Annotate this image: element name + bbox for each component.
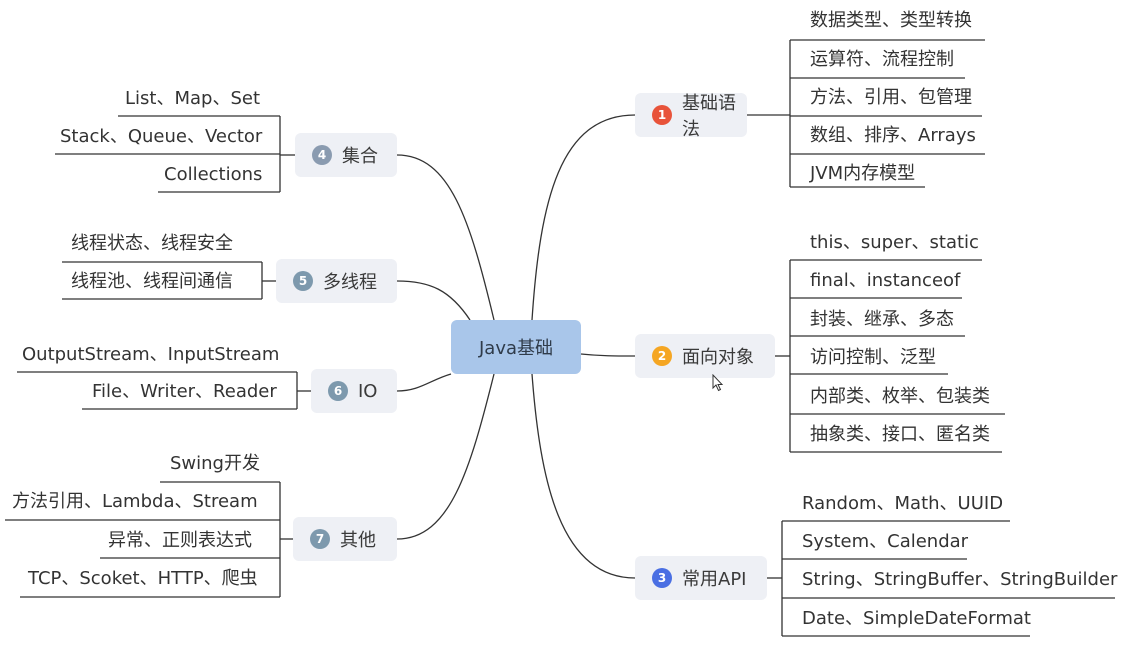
leaf-3-2: System、Calendar (802, 531, 969, 552)
branch-label-7: 其他 (340, 530, 376, 551)
leaf-2-1: this、super、static (810, 232, 979, 253)
leaf-2-6: 抽象类、接口、匿名类 (810, 424, 990, 445)
leaf-2-4: 访问控制、泛型 (810, 347, 936, 368)
number-badge-6: 6 (328, 381, 348, 401)
mouse-cursor-icon (712, 374, 724, 392)
leaf-3-1: Random、Math、UUID (802, 493, 1004, 514)
branch-node-7[interactable]: 7 其他 (293, 517, 397, 561)
root-node[interactable]: Java基础 (451, 320, 581, 374)
leaf-6-1: OutputStream、InputStream (22, 344, 280, 365)
leaf-2-5: 内部类、枚举、包装类 (810, 386, 990, 407)
branch-label-1: 基础语法 (682, 93, 736, 140)
branch-node-4[interactable]: 4 集合 (295, 133, 397, 177)
leaf-3-3: String、StringBuffer、StringBuilder (802, 569, 1118, 590)
leaf-5-1: 线程状态、线程安全 (71, 233, 233, 254)
branch-node-2[interactable]: 2 面向对象 (635, 334, 775, 378)
number-badge-4: 4 (312, 145, 332, 165)
branch-node-6[interactable]: 6 IO (311, 369, 397, 413)
number-badge-5: 5 (293, 271, 313, 291)
leaf-7-1: Swing开发 (170, 453, 260, 474)
number-badge-7: 7 (310, 529, 330, 549)
leaf-7-2: 方法引用、Lambda、Stream (12, 491, 258, 512)
leaf-7-3: 异常、正则表达式 (108, 530, 252, 551)
branch-node-1[interactable]: 1 基础语法 (635, 93, 747, 140)
leaf-1-3: 方法、引用、包管理 (810, 87, 972, 108)
number-badge-2: 2 (652, 346, 672, 366)
leaf-5-2: 线程池、线程间通信 (71, 271, 233, 292)
leaf-2-3: 封装、继承、多态 (810, 309, 954, 330)
leaf-4-1: List、Map、Set (125, 88, 261, 109)
leaf-1-4: 数组、排序、Arrays (810, 125, 976, 146)
leaf-1-2: 运算符、流程控制 (810, 49, 954, 70)
branch-label-4: 集合 (342, 146, 378, 167)
leaf-1-5: JVM内存模型 (810, 163, 916, 184)
branch-label-3: 常用API (682, 569, 747, 590)
branch-label-2: 面向对象 (682, 347, 754, 368)
branch-node-5[interactable]: 5 多线程 (276, 259, 397, 303)
branch-node-3[interactable]: 3 常用API (635, 556, 767, 600)
leaf-3-4: Date、SimpleDateFormat (802, 608, 1031, 629)
leaf-7-4: TCP、Scoket、HTTP、爬虫 (28, 568, 258, 589)
leaf-6-2: File、Writer、Reader (92, 381, 277, 402)
branch-label-6: IO (358, 380, 378, 402)
leaf-1-1: 数据类型、类型转换 (810, 10, 972, 31)
leaf-2-2: final、instanceof (810, 270, 961, 291)
number-badge-3: 3 (652, 568, 672, 588)
leaf-4-3: Collections (164, 164, 263, 185)
leaf-4-2: Stack、Queue、Vector (60, 126, 263, 147)
number-badge-1: 1 (652, 105, 672, 125)
branch-label-5: 多线程 (323, 272, 377, 293)
